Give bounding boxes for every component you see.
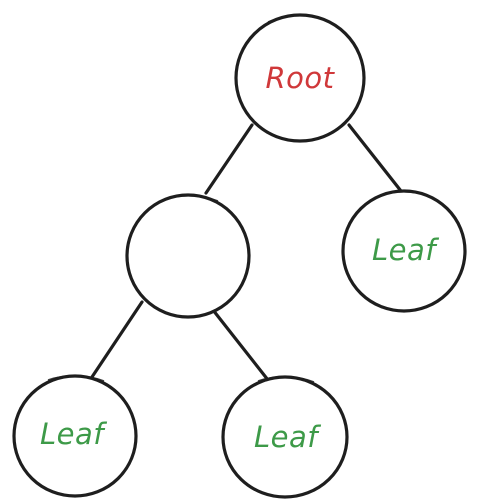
edge-inner-to-leaf-bottom-left xyxy=(90,300,144,379)
leaf-bottom-left-node-sketch-stroke xyxy=(47,374,105,382)
leaf-bottom-left-node: Leaf xyxy=(12,374,138,498)
leaf-right-node: Leaf xyxy=(341,189,467,313)
leaf-bottom-right-node-sketch-stroke xyxy=(257,375,315,383)
leaf-bottom-right-node: Leaf xyxy=(221,375,349,499)
edges xyxy=(90,123,403,382)
inner-node xyxy=(125,193,251,319)
leaf-right-node-label: Leaf xyxy=(372,233,439,267)
inner-node-circle xyxy=(125,193,251,319)
leaf-right-node-sketch-stroke xyxy=(377,190,433,198)
leaf-bottom-right-node-label: Leaf xyxy=(254,420,321,454)
root-node-label: Root xyxy=(265,61,335,95)
leaf-bottom-left-node-label: Leaf xyxy=(40,417,107,451)
edge-root-to-inner xyxy=(204,123,254,195)
edge-inner-to-leaf-bottom-right xyxy=(211,308,270,382)
root-node-sketch-stroke xyxy=(267,14,326,23)
inner-node-sketch-stroke xyxy=(162,194,219,202)
edge-root-to-leaf-right xyxy=(347,123,403,193)
root-node: Root xyxy=(234,13,366,143)
